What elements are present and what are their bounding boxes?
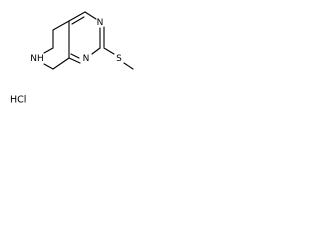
atom-labels: N N NH S HCl: [10, 18, 122, 106]
bonds: [43, 11, 134, 70]
bond-n1-c8a: [68, 57, 81, 64]
bond-c4-c4a-double: [71, 16, 85, 25]
bond-n8-c9: [43, 63, 54, 70]
atom-nh-piperidine: NH: [30, 54, 44, 64]
molecule-drawing: N N NH S HCl: [10, 11, 134, 106]
atom-s-thioether: S: [116, 54, 122, 64]
structure-canvas: N N NH S HCl: [0, 0, 164, 120]
bond-c2-n1: [91, 47, 101, 55]
bond-s-ch3: [123, 62, 134, 70]
bond-c4a-c4: [68, 11, 86, 22]
atom-n-pyrimidine-top: N: [97, 18, 104, 28]
bond-c7-n8: [43, 47, 54, 54]
bond-n1-c8a-double: [70, 53, 80, 59]
salt-label: HCl: [10, 95, 26, 106]
bond-c9-c8a: [52, 57, 70, 70]
bond-c4-n3: [84, 11, 97, 20]
atom-n-pyrimidine-bottom: N: [83, 54, 90, 64]
bond-c5-c6: [52, 20, 70, 31]
bond-c2-s: [103, 47, 115, 55]
